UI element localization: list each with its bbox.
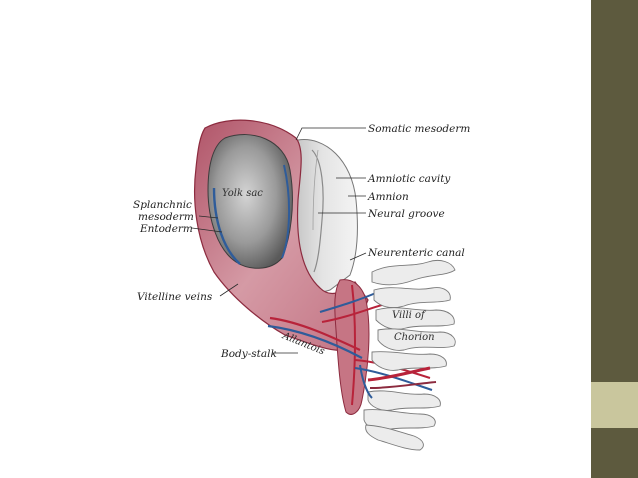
label-vitelline-veins: Vitelline veins xyxy=(137,291,213,303)
embryo-diagram: Yolk sac Allantois Villi of Chorion xyxy=(133,119,470,451)
villi-label: Villi of xyxy=(392,310,427,321)
entoderm-line-right xyxy=(281,164,291,259)
label-body-stalk: Body-stalk xyxy=(220,348,277,360)
chorion-vessels xyxy=(359,364,437,399)
yolk-sac: Yolk sac xyxy=(207,134,293,269)
label-somatic-mesoderm: Somatic mesoderm xyxy=(368,123,470,135)
label-amnion: Amnion xyxy=(367,191,409,203)
label-splanchnic-line1: Splanchnic xyxy=(133,199,192,211)
label-amniotic-cavity: Amniotic cavity xyxy=(367,173,451,185)
label-entoderm: Entoderm xyxy=(139,223,193,235)
label-neural-groove: Neural groove xyxy=(367,208,445,220)
chorionic-villi xyxy=(363,259,456,451)
side-decoration-accent xyxy=(591,382,638,428)
label-splanchnic-line2: mesoderm xyxy=(138,211,194,223)
yolk-sac-label: Yolk sac xyxy=(222,188,263,199)
entoderm-line xyxy=(212,187,241,265)
chorion-label: Chorion xyxy=(394,332,435,343)
label-neurenteric-canal: Neurenteric canal xyxy=(367,247,465,259)
leader-lines xyxy=(191,127,367,354)
